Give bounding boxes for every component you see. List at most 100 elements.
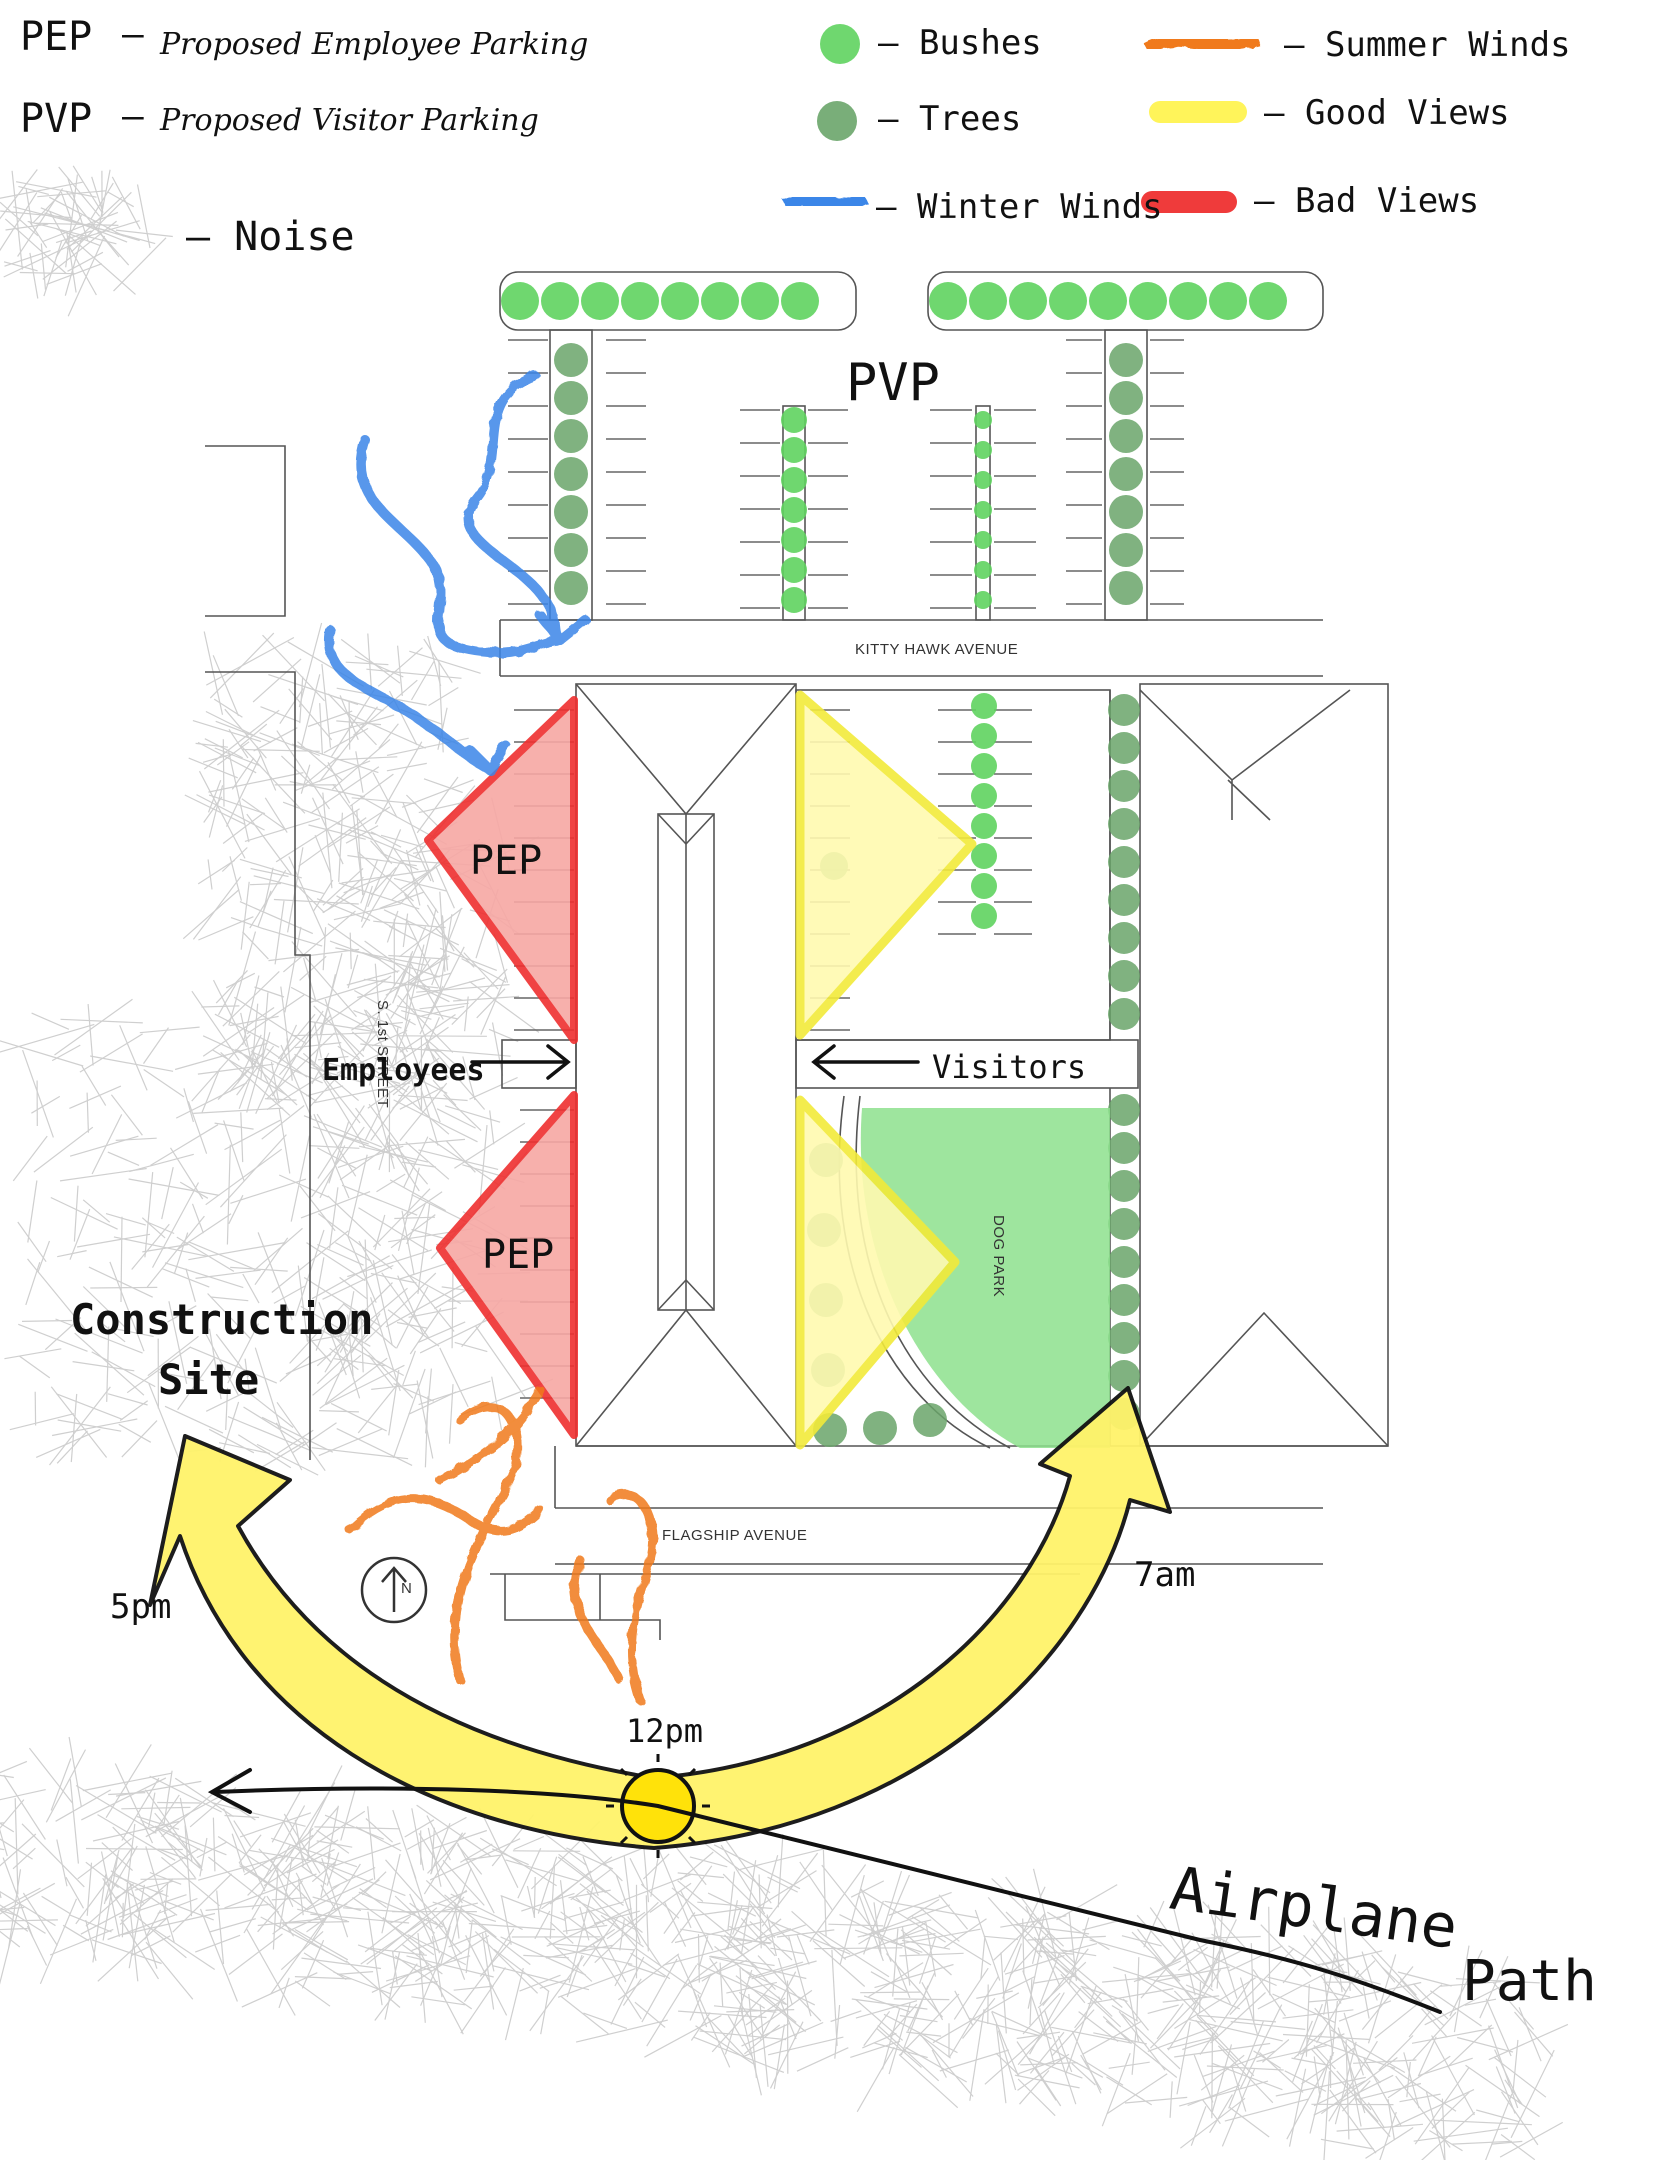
bush-icon (974, 501, 992, 519)
visitors-arrow (811, 1044, 920, 1080)
bush-icon (781, 557, 807, 583)
bush-icon (541, 282, 579, 320)
legend-pep-dash: — (122, 14, 144, 55)
legend-trees-label: — Trees (878, 99, 1021, 139)
bush-icon (661, 282, 699, 320)
tree-icon (1108, 808, 1140, 840)
bush-icon (969, 282, 1007, 320)
construction-site-label-line1: Construction (70, 1295, 373, 1344)
tree-icon (1108, 694, 1140, 726)
tree-icon (554, 381, 588, 415)
bush-icon (741, 282, 779, 320)
tree-icon (1108, 1360, 1140, 1392)
tree-icon (554, 533, 588, 567)
tree-icon (1108, 1170, 1140, 1202)
time-12pm-label: 12pm (626, 1712, 703, 1750)
employees-label: Employees (322, 1053, 485, 1088)
bush-icon (781, 497, 807, 523)
bush-icon (1249, 282, 1287, 320)
tree-icon (1108, 1132, 1140, 1164)
bush-icon (974, 561, 992, 579)
summer-winds (345, 1385, 658, 1705)
pvp-label: PVP (846, 353, 940, 413)
tree-icon (1108, 960, 1140, 992)
tree-icon (1109, 571, 1143, 605)
legend-bushes-label: — Bushes (878, 23, 1042, 63)
bush-icon (581, 282, 619, 320)
legend-good-views-label: — Good Views (1264, 93, 1510, 133)
vegetation (501, 282, 1287, 1447)
tree-icon (554, 343, 588, 377)
bush-icon (781, 407, 807, 433)
airplane-path-label-word2: Path (1462, 1949, 1597, 2014)
bush-icon (971, 843, 997, 869)
bush-icon (971, 723, 997, 749)
bad-views-areas (424, 696, 578, 1439)
legend-noise-label: — Noise (186, 214, 355, 260)
summer-winds-swatch-icon (1143, 34, 1260, 54)
bush-icon (1209, 282, 1247, 320)
tree-icon (913, 1403, 947, 1437)
bush-icon (971, 873, 997, 899)
dog-park-label: DOG PARK (990, 1215, 1007, 1297)
pep-label-bottom: PEP (482, 1232, 554, 1278)
bush-icon (974, 471, 992, 489)
good-views-areas (795, 690, 977, 1450)
tree-icon (1109, 343, 1143, 377)
tree-icon (1108, 1246, 1140, 1278)
bush-icon (781, 587, 807, 613)
bush-icon (974, 411, 992, 429)
pep-label-top: PEP (470, 838, 542, 884)
time-7am-label: 7am (1134, 1555, 1195, 1595)
tree-icon (1109, 533, 1143, 567)
tree-icon (1108, 884, 1140, 916)
street-kitty-hawk-label: KITTY HAWK AVENUE (855, 641, 1018, 658)
bush-icon (971, 813, 997, 839)
tree-icon (554, 419, 588, 453)
tree-icon (1108, 1094, 1140, 1126)
bush-icon (974, 531, 992, 549)
bush-icon (781, 437, 807, 463)
tree-icon (1108, 1322, 1140, 1354)
noise-hatching (0, 165, 1569, 2160)
bush-icon (781, 527, 807, 553)
bush-icon (1089, 282, 1127, 320)
construction-site-label-line2: Site (158, 1355, 259, 1404)
tree-icon (1109, 419, 1143, 453)
trees-swatch-icon (817, 101, 857, 141)
bush-icon (701, 282, 739, 320)
bush-icon (1169, 282, 1207, 320)
employees-arrow (470, 1044, 571, 1080)
tree-icon (1108, 1284, 1140, 1316)
bush-icon (971, 693, 997, 719)
bush-icon (971, 753, 997, 779)
airplane-path (207, 1768, 1442, 2014)
north-arrow-label: N (401, 1580, 412, 1597)
tree-icon (1108, 732, 1140, 764)
legend-pep-text: Proposed Employee Parking (159, 27, 588, 62)
tree-icon (1109, 495, 1143, 529)
bush-icon (1009, 282, 1047, 320)
winter-winds-swatch-icon (782, 192, 868, 211)
legend-pep-abbr: PEP (20, 14, 92, 60)
legend-bad-views-label: — Bad Views (1254, 181, 1479, 221)
tree-icon (554, 457, 588, 491)
legend-winter-winds-label: — Winter Winds (876, 187, 1163, 227)
bush-icon (621, 282, 659, 320)
legend-pvp-dash: — (122, 96, 144, 137)
tree-icon (1108, 770, 1140, 802)
bush-icon (501, 282, 539, 320)
tree-icon (1108, 998, 1140, 1030)
tree-icon (554, 495, 588, 529)
tree-icon (554, 571, 588, 605)
bush-icon (781, 467, 807, 493)
legend-pvp-text: Proposed Visitor Parking (159, 103, 539, 138)
legend-pvp-abbr: PVP (20, 96, 92, 142)
bush-icon (974, 591, 992, 609)
time-5pm-label: 5pm (110, 1587, 171, 1627)
bush-icon (929, 282, 967, 320)
bush-icon (1049, 282, 1087, 320)
bush-icon (971, 783, 997, 809)
street-side-label: S. 1st STREET (374, 1000, 391, 1108)
